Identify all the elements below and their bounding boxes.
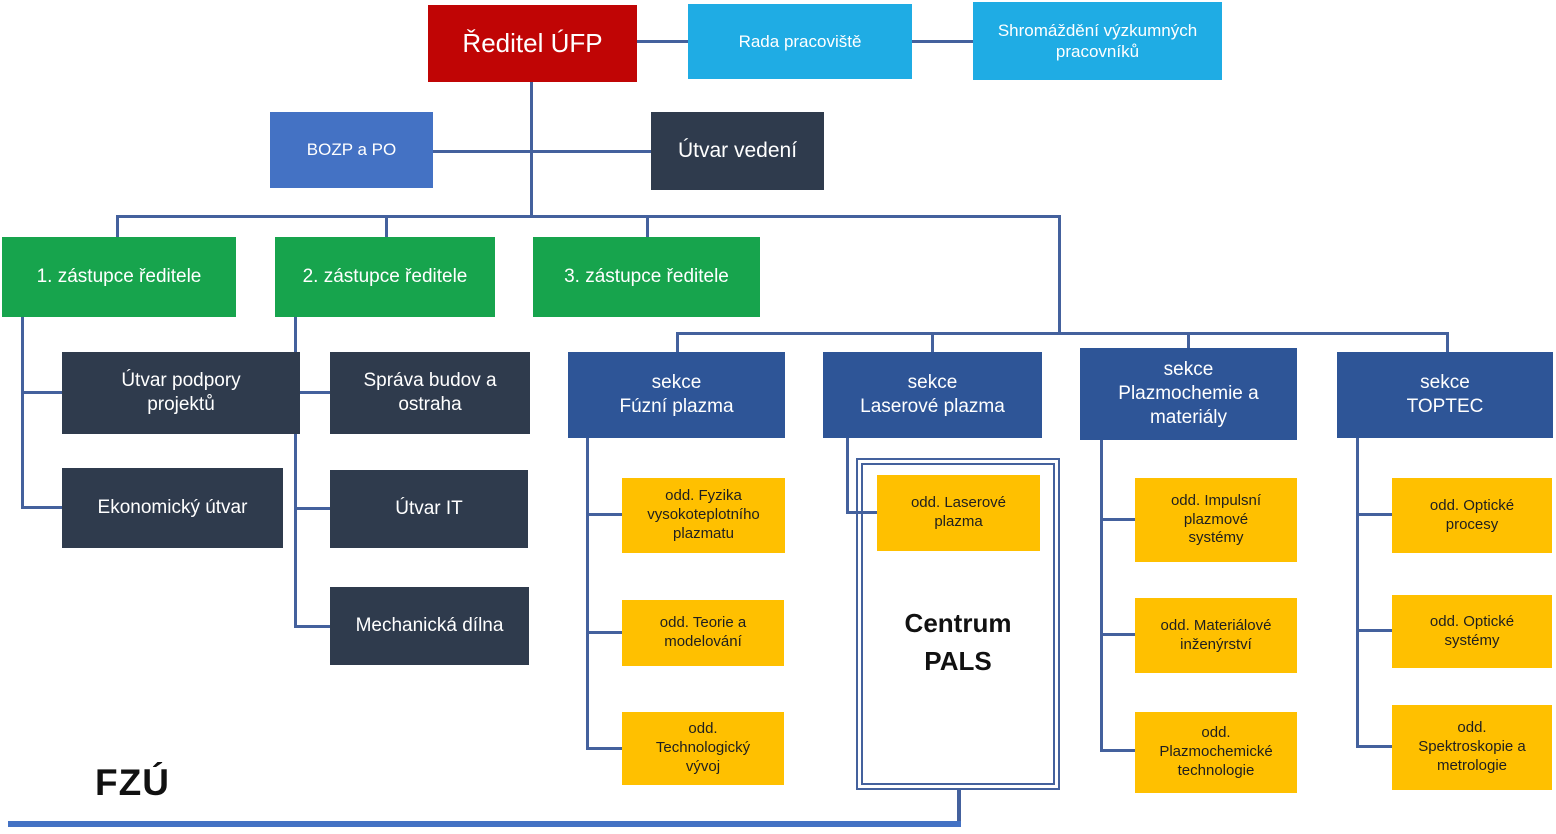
connector-line bbox=[586, 438, 589, 750]
connector-line bbox=[586, 747, 622, 750]
connector-line bbox=[21, 391, 62, 394]
node-section-fusion: sekce Fúzní plazma bbox=[568, 352, 785, 438]
connector-line bbox=[931, 332, 934, 352]
connector-line bbox=[586, 631, 622, 634]
node-it: Útvar IT bbox=[330, 470, 528, 548]
node-dep-impulse: odd. Impulsní plazmové systémy bbox=[1135, 478, 1297, 562]
node-assembly: Shromáždění výzkumných pracovníků bbox=[973, 2, 1222, 80]
node-deputy-1: 1. zástupce ředitele bbox=[2, 237, 236, 317]
node-bozp: BOZP a PO bbox=[270, 112, 433, 188]
connector-line bbox=[846, 438, 849, 514]
connector-line bbox=[21, 317, 24, 509]
node-deputy-3: 3. zástupce ředitele bbox=[533, 237, 760, 317]
connector-line bbox=[637, 40, 688, 43]
node-dep-material: odd. Materiálové inženýrství bbox=[1135, 598, 1297, 673]
node-dep-plasmatech: odd. Plazmochemické technologie bbox=[1135, 712, 1297, 793]
bottom-connector-line bbox=[8, 821, 961, 827]
connector-line bbox=[1100, 633, 1135, 636]
node-director: Ředitel ÚFP bbox=[428, 5, 637, 82]
node-buildings: Správa budov a ostraha bbox=[330, 352, 530, 434]
connector-line bbox=[1356, 629, 1392, 632]
connector-line bbox=[116, 215, 1061, 218]
connector-line bbox=[1446, 332, 1449, 352]
node-management: Útvar vedení bbox=[651, 112, 824, 190]
fzu-label: FZÚ bbox=[95, 762, 170, 803]
connector-line bbox=[586, 513, 622, 516]
connector-line bbox=[957, 790, 961, 824]
node-economic: Ekonomický útvar bbox=[62, 468, 283, 548]
connector-line bbox=[294, 317, 297, 628]
connector-line bbox=[1100, 749, 1135, 752]
node-deputy-2: 2. zástupce ředitele bbox=[275, 237, 495, 317]
node-dep-hightemp: odd. Fyzika vysokoteplotního plazmatu bbox=[622, 478, 785, 553]
connector-line bbox=[21, 506, 62, 509]
connector-line bbox=[294, 507, 330, 510]
connector-line bbox=[1356, 438, 1359, 747]
connector-line bbox=[116, 215, 119, 237]
node-section-laser: sekce Laserové plazma bbox=[823, 352, 1042, 438]
node-dep-laser: odd. Laserové plazma bbox=[877, 475, 1040, 551]
connector-line bbox=[1058, 215, 1061, 334]
node-council: Rada pracoviště bbox=[688, 4, 912, 79]
connector-line bbox=[294, 391, 330, 394]
pals-center-label: Centrum PALS bbox=[904, 608, 1012, 676]
connector-line bbox=[676, 332, 679, 352]
node-dep-theory: odd. Teorie a modelování bbox=[622, 600, 784, 666]
node-dep-tech: odd. Technologický vývoj bbox=[622, 712, 784, 785]
node-dep-spectro: odd. Spektroskopie a metrologie bbox=[1392, 705, 1552, 790]
connector-line bbox=[646, 215, 649, 237]
node-section-toptec: sekce TOPTEC bbox=[1337, 352, 1553, 438]
connector-line bbox=[912, 40, 973, 43]
node-dep-optproc: odd. Optické procesy bbox=[1392, 478, 1552, 553]
node-section-plasmachem: sekce Plazmochemie a materiály bbox=[1080, 348, 1297, 440]
node-project-support: Útvar podpory projektů bbox=[62, 352, 300, 434]
connector-line bbox=[1100, 518, 1135, 521]
node-dep-optsys: odd. Optické systémy bbox=[1392, 595, 1552, 668]
node-workshop: Mechanická dílna bbox=[330, 587, 529, 665]
connector-line bbox=[1356, 745, 1392, 748]
connector-line bbox=[1100, 438, 1103, 752]
connector-line bbox=[433, 150, 651, 153]
connector-line bbox=[676, 332, 1449, 335]
connector-line bbox=[1356, 513, 1392, 516]
connector-line bbox=[1187, 332, 1190, 352]
connector-line bbox=[294, 625, 330, 628]
connector-line bbox=[385, 215, 388, 237]
connector-line bbox=[846, 511, 877, 514]
